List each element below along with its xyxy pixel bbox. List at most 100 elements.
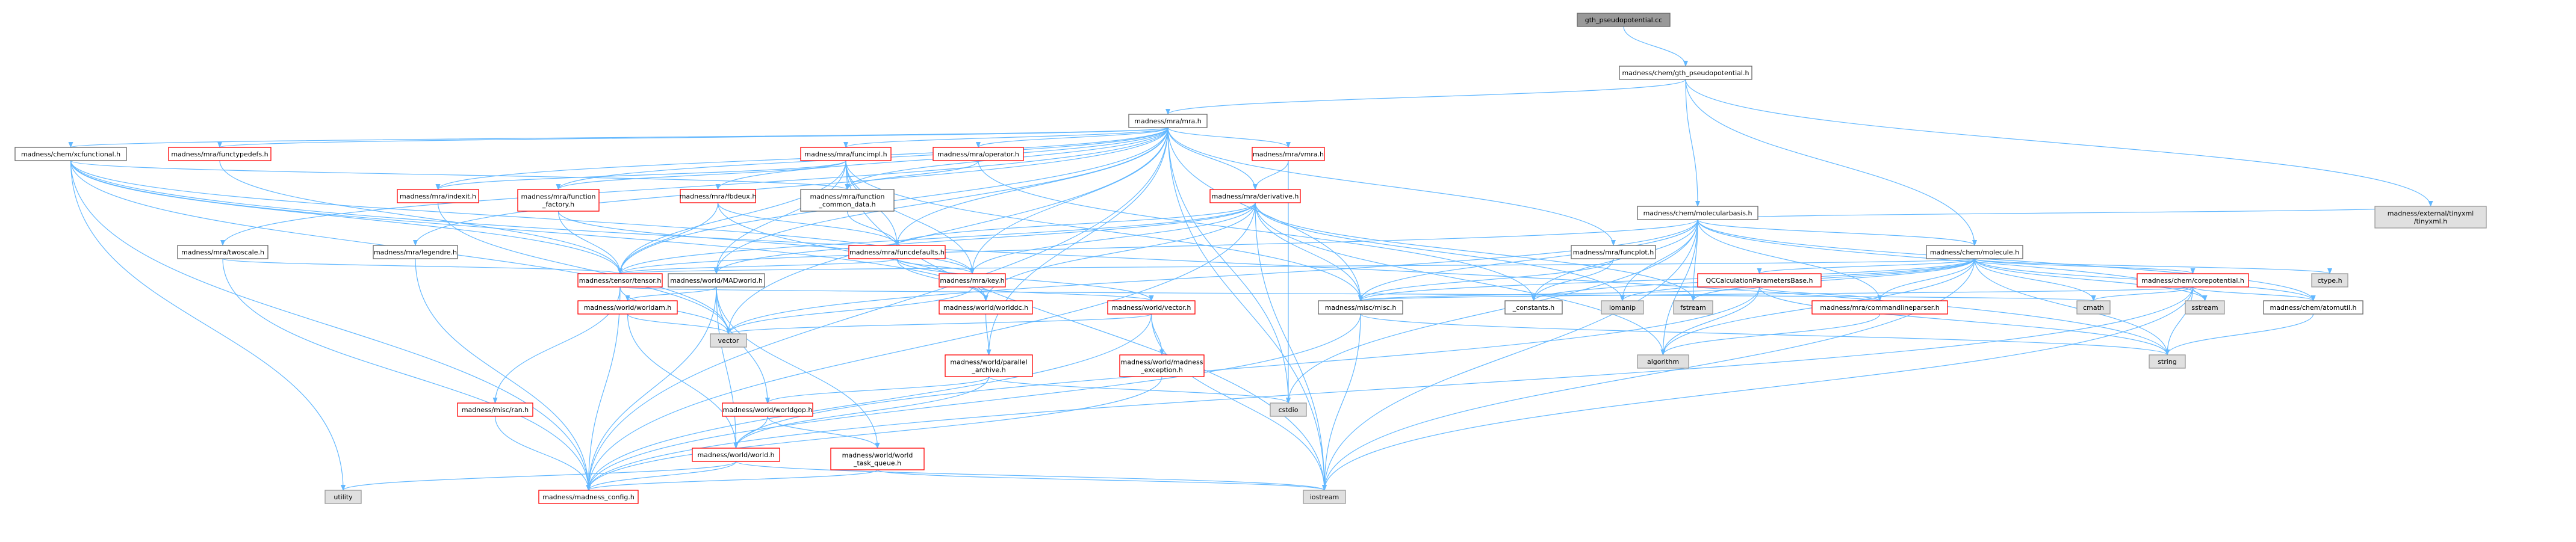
edge-funcimpl-to-madworld (714, 160, 846, 274)
node-fbdeux[interactable]: madness/mra/fbdeux.h (680, 189, 757, 203)
node-atomutil[interactable]: madness/chem/atomutil.h (2263, 300, 2363, 315)
node-box-iostream (1303, 490, 1346, 504)
node-label-operator: madness/mra/operator.h (937, 150, 1019, 158)
node-ran[interactable]: madness/misc/ran.h (457, 402, 533, 417)
edge-mra-to-vector (726, 127, 1169, 334)
edge-molbasis-to-cmdline (1697, 219, 1882, 301)
edge-molbasis-to-vector (726, 219, 1698, 334)
edge-molecule-to-fstream (1690, 258, 1975, 301)
edge-mra-to-madworld (714, 127, 1169, 274)
node-legendre[interactable]: madness/mra/legendre.h (373, 245, 458, 259)
edge-mra-to-parallel (986, 127, 1169, 356)
node-mra[interactable]: madness/mra/mra.h (1128, 114, 1208, 128)
node-label-worldam: madness/world/worldam.h (584, 304, 672, 312)
node-molbasis[interactable]: madness/chem/molecularbasis.h (1637, 206, 1758, 220)
edge-madworld-to-worldam (625, 286, 717, 301)
node-worldam[interactable]: madness/world/worldam.h (577, 300, 678, 315)
node-string: string (2149, 354, 2186, 369)
node-funccommon[interactable]: madness/mra/function_common_data.h (800, 189, 895, 212)
node-label-worlddc: madness/world/worlddc.h (943, 304, 1028, 312)
edge-funcimpl-to-funcfactory (556, 160, 846, 190)
node-key[interactable]: madness/mra/key.h (939, 273, 1006, 288)
node-madworld[interactable]: madness/world/MADworld.h (668, 273, 765, 288)
node-box-gth (1619, 66, 1752, 80)
edge-indexit-to-vector (437, 202, 731, 334)
edge-derivative-to-key (970, 202, 1256, 274)
node-label-key: madness/mra/key.h (940, 277, 1004, 285)
node-label-parallel: _archive.h (971, 366, 1005, 374)
edge-world-to-utility (341, 461, 737, 491)
node-box-legendre (373, 245, 458, 259)
node-world[interactable]: madness/world/world.h (692, 448, 780, 462)
node-root[interactable]: gth_pseudopotential.cc (1577, 13, 1671, 27)
node-label-legendre: madness/mra/legendre.h (374, 248, 457, 256)
node-box-mra (1128, 114, 1208, 128)
node-worldgop[interactable]: madness/world/worldgop.h (722, 402, 813, 417)
edge-derivative-to-iostream (1255, 202, 1327, 491)
node-functypedefs[interactable]: madness/mra/functypedefs.h (168, 147, 272, 161)
node-worlddc[interactable]: madness/world/worlddc.h (939, 300, 1033, 315)
node-qccalc[interactable]: QCCalculationParametersBase.h (1697, 273, 1822, 288)
node-derivative[interactable]: madness/mra/derivative.h (1209, 189, 1301, 203)
node-molecule[interactable]: madness/chem/molecule.h (1926, 245, 2023, 259)
edge-worldam-to-world (627, 313, 739, 449)
edge-xcfunc-to-tensor (70, 160, 622, 274)
edge-parallel-to-worldgop (765, 376, 990, 404)
node-funcplot[interactable]: madness/mra/funcplot.h (1571, 245, 1656, 259)
edge-molecule-to-corepot (1974, 258, 2196, 274)
edge-funcplot-to-misc (1358, 258, 1614, 301)
node-taskqueue[interactable]: madness/world/world_task_queue.h (830, 448, 925, 470)
edge-qccalc-to-string (1758, 286, 2170, 356)
edge-derivative-to-config (586, 202, 1256, 491)
node-xcfunc[interactable]: madness/chem/xcfunctional.h (14, 147, 127, 161)
edge-mra-to-derivative (1167, 127, 1258, 190)
node-label-mra: madness/mra/mra.h (1134, 117, 1202, 125)
edge-world-to-config (586, 461, 737, 491)
edge-molbasis-to-tinyxml (1697, 206, 2433, 220)
node-funcfactory[interactable]: madness/mra/function_factory.h (517, 189, 600, 212)
node-label-derivative: madness/mra/derivative.h (1212, 192, 1299, 200)
node-corepot[interactable]: madness/chem/corepotential.h (2137, 273, 2249, 288)
node-label-madexc: madness/world/madness (1121, 359, 1203, 366)
node-config[interactable]: madness/madness_config.h (538, 490, 639, 504)
node-operator[interactable]: madness/mra/operator.h (933, 147, 1024, 161)
node-tensor[interactable]: madness/tensor/tensor.h (577, 273, 663, 288)
node-madexc[interactable]: madness/world/madness_exception.h (1119, 354, 1205, 377)
node-misc[interactable]: madness/misc/misc.h (1318, 300, 1403, 315)
edge-funcdefaults-to-key (896, 258, 975, 274)
edge-vmra-to-derivative (1253, 160, 1289, 190)
node-funcimpl[interactable]: madness/mra/funcimpl.h (800, 147, 892, 161)
node-label-funcfactory: madness/mra/function (521, 193, 596, 201)
edge-mra-to-vmra (1167, 127, 1291, 148)
edge-worldam-to-vector (627, 313, 731, 334)
node-constants[interactable]: _constants.h (1504, 300, 1563, 315)
node-box-molecule (1926, 245, 2023, 259)
edge-xcfunc-to-config (70, 160, 591, 491)
node-label-world: madness/world/world.h (697, 451, 774, 459)
edge-madworld-to-world (716, 286, 739, 449)
edge-mra-to-operator (976, 127, 1169, 148)
node-box-operator (933, 147, 1024, 161)
node-box-parallel (945, 354, 1033, 377)
node-parallel[interactable]: madness/world/parallel_archive.h (945, 354, 1033, 377)
node-label-fbdeux: madness/mra/fbdeux.h (680, 192, 757, 200)
edge-molecule-to-cmath (1974, 258, 2096, 301)
node-cmdline[interactable]: madness/mra/commandlineparser.h (1811, 300, 1948, 315)
node-label-madworld: madness/world/MADworld.h (670, 277, 763, 285)
node-gth[interactable]: madness/chem/gth_pseudopotential.h (1619, 66, 1752, 80)
node-iomanip: iomanip (1601, 300, 1644, 315)
node-label-qccalc: QCCalculationParametersBase.h (1706, 277, 1813, 285)
edge-mra-to-iostream (1167, 127, 1327, 491)
node-twoscale[interactable]: madness/mra/twoscale.h (177, 245, 268, 259)
node-label-xcfunc: madness/chem/xcfunctional.h (21, 150, 120, 158)
node-box-constants (1504, 300, 1563, 315)
node-funcdefaults[interactable]: madness/mra/funcdefaults.h (848, 245, 946, 259)
node-label-twoscale: madness/mra/twoscale.h (181, 248, 264, 256)
edge-molecule-to-misc (1358, 258, 1975, 301)
edge-funcimpl-to-indexit (435, 160, 846, 190)
node-indexit[interactable]: madness/mra/indexit.h (397, 189, 479, 203)
node-vector_h[interactable]: madness/world/vector.h (1107, 300, 1196, 315)
node-label-cmdline: madness/mra/commandlineparser.h (1820, 304, 1940, 312)
node-vmra[interactable]: madness/mra/vmra.h (1252, 147, 1325, 161)
node-box-functypedefs (168, 147, 272, 161)
